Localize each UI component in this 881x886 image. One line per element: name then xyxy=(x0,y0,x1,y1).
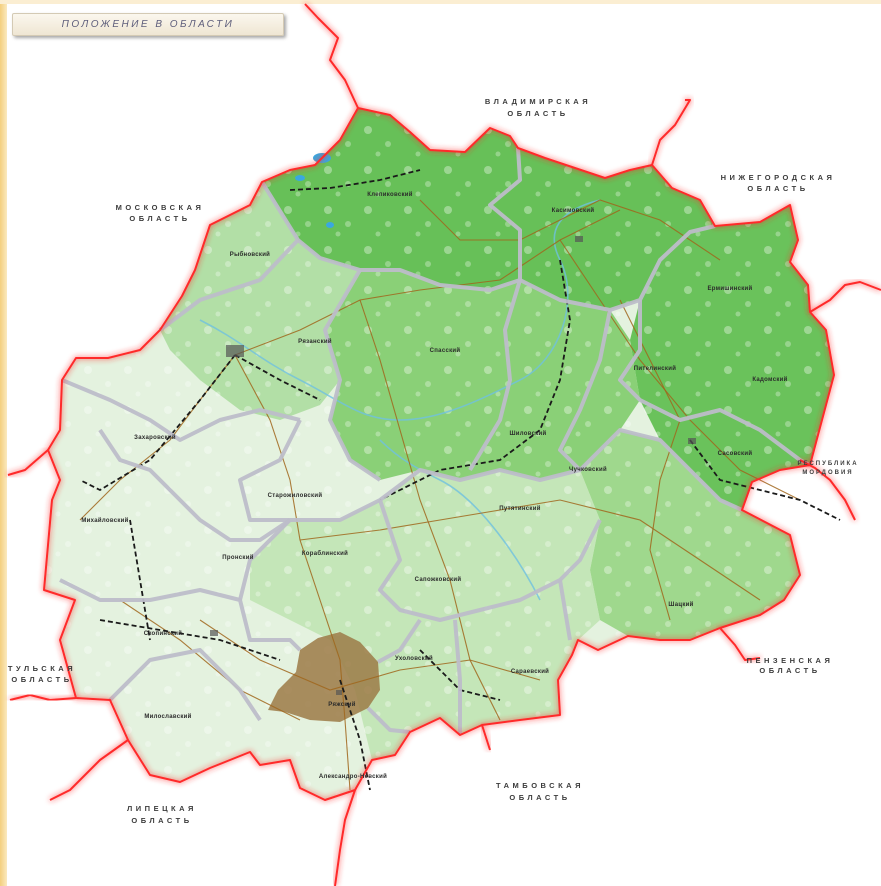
district-label-korablinsky: Кораблинский xyxy=(302,550,348,557)
neighbor-nizhny-l1: НИЖЕГОРОДСКАЯ xyxy=(721,173,836,182)
lake xyxy=(326,222,334,228)
district-label-sarayevsky: Сараевский xyxy=(511,668,549,675)
neighbor-lipetsk-l2: ОБЛАСТЬ xyxy=(131,816,192,825)
district-label-klepikovsky: Клепиковский xyxy=(367,191,413,198)
neighbor-tambov-l1: ТАМБОВСКАЯ xyxy=(496,781,584,790)
district-label-ermishinsky: Ермишинский xyxy=(707,285,752,292)
district-labels: Клепиковский Касимовский Рыбновский Ряза… xyxy=(81,191,787,780)
district-label-kasimovsky: Касимовский xyxy=(552,207,595,214)
neighbor-tula-l1: ТУЛЬСКАЯ xyxy=(8,664,76,673)
district-label-spassky: Спасский xyxy=(430,347,461,354)
neighbor-vladimir-l1: ВЛАДИМИРСКАЯ xyxy=(485,97,591,106)
neighbor-penza-l1: ПЕНЗЕНСКАЯ xyxy=(747,656,834,665)
left-frame-strip xyxy=(0,0,7,886)
neighbor-boundaries xyxy=(7,3,881,886)
highlighted-district[interactable] xyxy=(268,632,380,722)
river xyxy=(379,439,541,601)
district-label-sasovsky: Сасовский xyxy=(718,450,753,457)
district-label-putyatinsky: Путятинский xyxy=(499,505,540,512)
lake xyxy=(295,175,305,181)
neighbor-lipetsk-l1: ЛИПЕЦКАЯ xyxy=(127,804,197,813)
district-label-ryazansky: Рязанский xyxy=(298,338,332,345)
neighbor-mordovia-l2: МОРДОВИЯ xyxy=(802,470,853,476)
district-label-skopinsky: Скопинский xyxy=(144,630,183,637)
region-outer-border xyxy=(43,107,835,801)
district-label-shilovsky: Шиловский xyxy=(509,430,546,437)
district-label-mikhailovsky: Михайловский xyxy=(81,517,128,524)
region-texture xyxy=(44,108,834,800)
neighbor-moscow-l1: МОСКОВСКАЯ xyxy=(116,203,205,212)
district-label-aleksandro-nevsky: Александро-Невский xyxy=(319,773,387,780)
map-title-tab[interactable]: ПОЛОЖЕНИЕ В ОБЛАСТИ xyxy=(12,13,284,36)
district-label-pronsky: Пронский xyxy=(222,554,253,561)
neighbor-moscow-l2: ОБЛАСТЬ xyxy=(129,214,190,223)
district-label-ukholovsky: Ухоловский xyxy=(395,655,433,662)
neighbor-nizhny-l2: ОБЛАСТЬ xyxy=(747,184,808,193)
district-label-miloslavsky: Милославский xyxy=(144,713,191,720)
district-label-chuchkovsky: Чучковский xyxy=(569,466,607,473)
district-label-shatsky: Шацкий xyxy=(668,601,693,608)
district-label-sapozhkovsky: Сапожковский xyxy=(415,576,462,583)
city-markers xyxy=(210,236,696,695)
district-label-starozhilovsky: Старожиловский xyxy=(268,492,323,499)
neighbor-vladimir-l2: ОБЛАСТЬ xyxy=(507,109,568,118)
map-title: ПОЛОЖЕНИЕ В ОБЛАСТИ xyxy=(61,19,235,30)
neighbor-mordovia-l1: РЕСПУБЛИКА xyxy=(797,461,858,467)
district-label-kadomsky: Кадомский xyxy=(752,376,787,383)
district-label-pitelinsky: Пителинский xyxy=(634,365,676,372)
oka-river xyxy=(199,199,601,421)
top-frame-strip xyxy=(0,0,881,4)
neighbor-penza-l2: ОБЛАСТЬ xyxy=(759,666,820,675)
neighbor-tambov-l2: ОБЛАСТЬ xyxy=(509,793,570,802)
district-label-rybnovsky: Рыбновский xyxy=(230,251,270,258)
district-label-zakharovsky: Захаровский xyxy=(134,434,176,441)
neighbor-tula-l2: ОБЛАСТЬ xyxy=(11,675,72,684)
district-borders xyxy=(59,147,811,735)
neighbor-labels: ВЛАДИМИРСКАЯ ОБЛАСТЬ МОСКОВСКАЯ ОБЛАСТЬ … xyxy=(8,97,858,825)
district-label-ryazhsky: Ряжский xyxy=(328,701,355,708)
